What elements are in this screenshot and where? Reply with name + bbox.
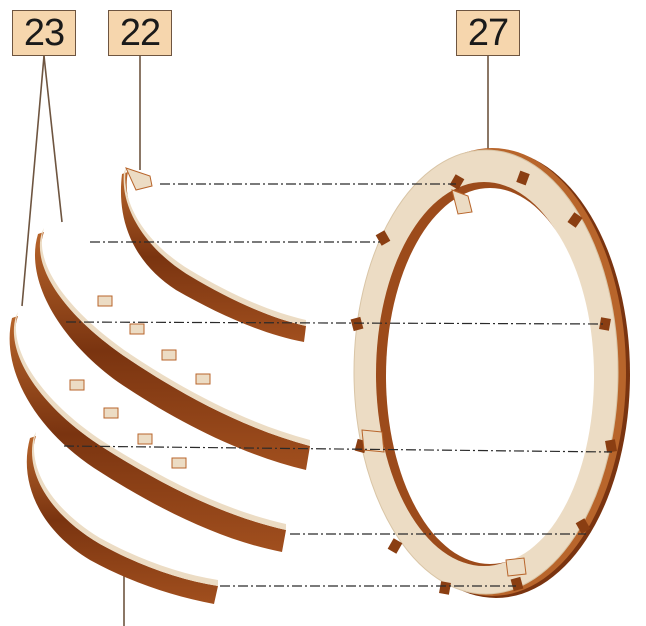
part-label-27: 27: [456, 10, 520, 56]
arc-piece-22: [121, 168, 306, 342]
part-label-22: 22: [108, 10, 172, 56]
ring-part-27: [351, 148, 630, 598]
part-label-23: 23: [12, 10, 76, 56]
leader-23-to-piece-top: [44, 56, 62, 222]
